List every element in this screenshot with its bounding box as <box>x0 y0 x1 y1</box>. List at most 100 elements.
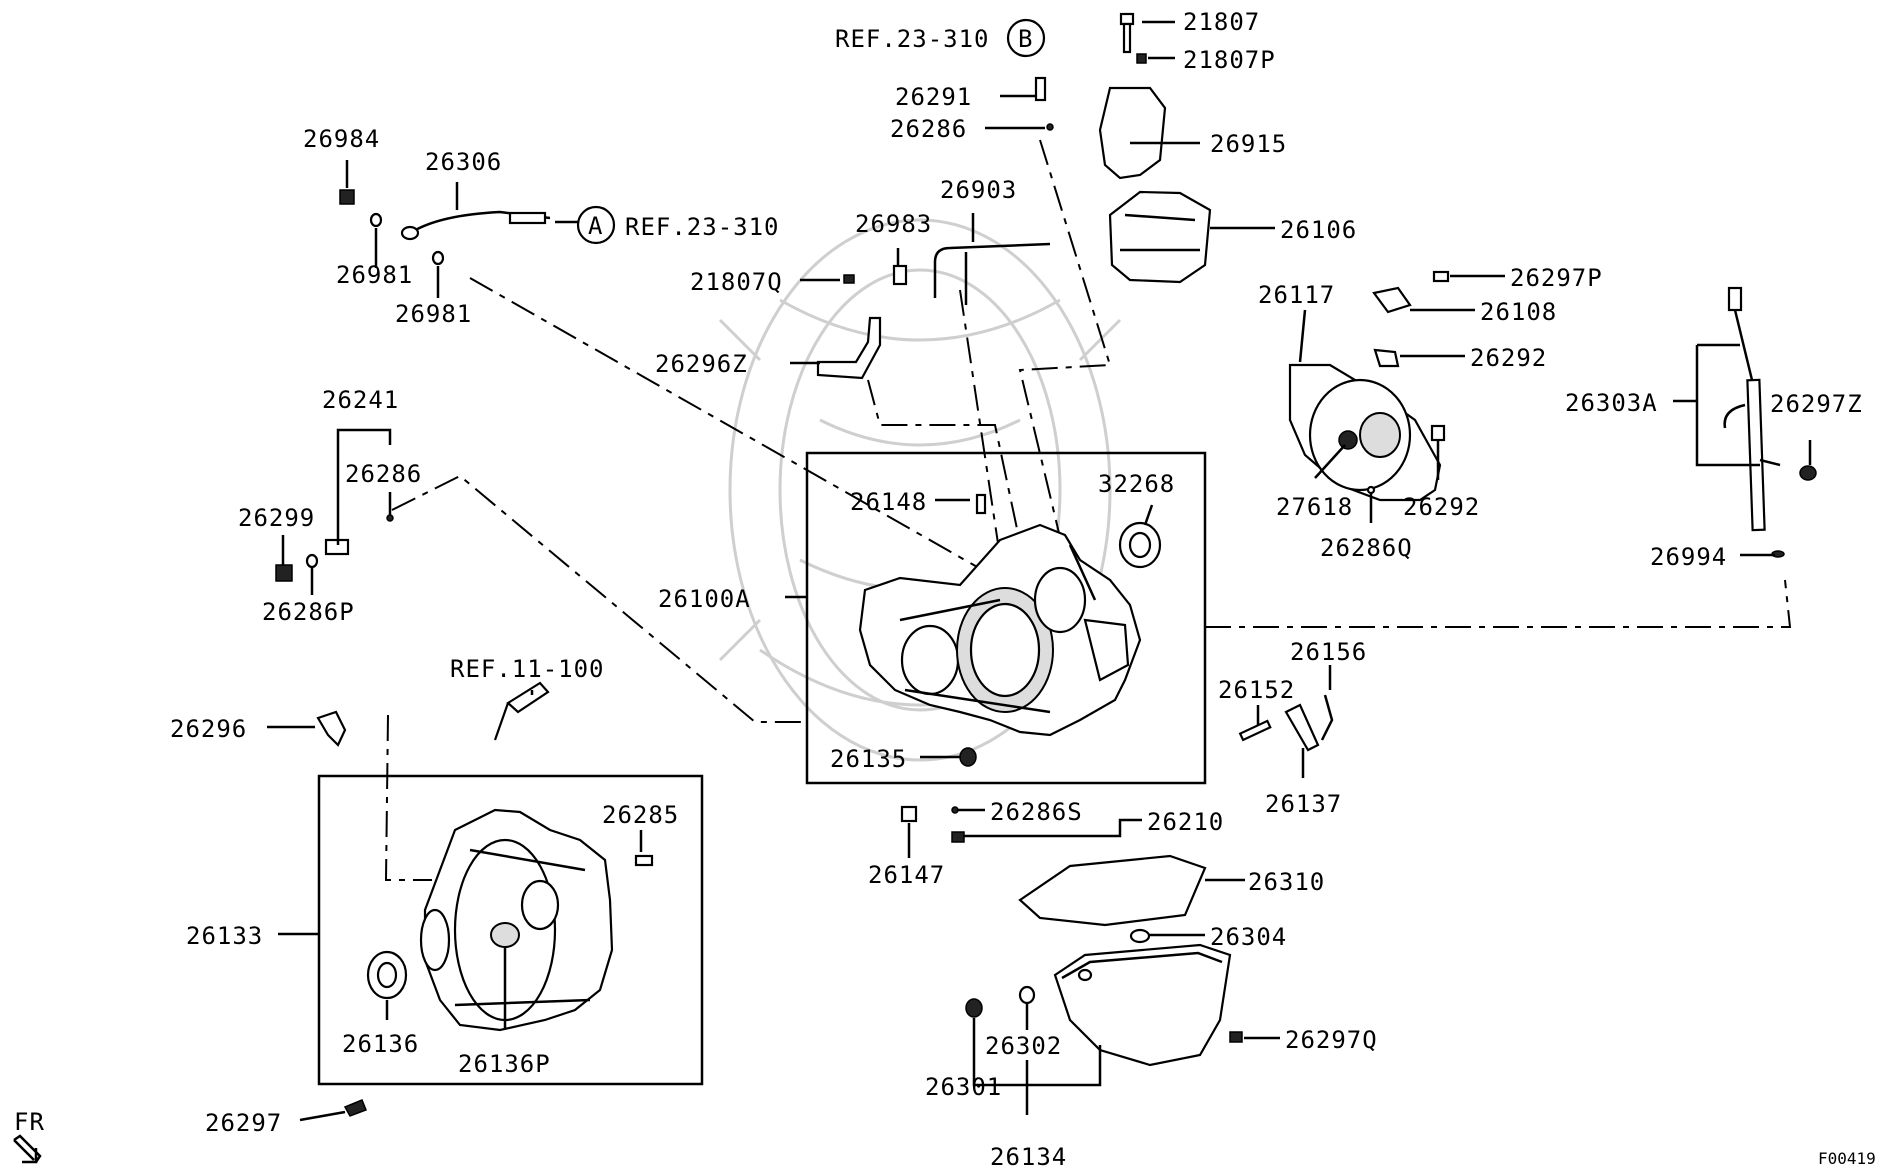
label-26915: 26915 <box>1210 130 1287 158</box>
label-26306: 26306 <box>425 148 502 176</box>
dowel-26147-drawing <box>900 805 918 823</box>
harness-26306-drawing <box>400 210 551 241</box>
label-26134: 26134 <box>990 1143 1067 1171</box>
clip-26292-b-drawing <box>1430 424 1446 442</box>
watermark-emblem <box>718 218 1122 762</box>
label-21807Q: 21807Q <box>690 268 783 296</box>
label-26135: 26135 <box>830 745 907 773</box>
ref-a-label: REF.23-310 <box>625 213 780 241</box>
ref-b-marker-letter: B <box>1018 25 1033 53</box>
label-32268: 32268 <box>1098 470 1175 498</box>
label-26310: 26310 <box>1248 868 1325 896</box>
label-26147: 26147 <box>868 861 945 889</box>
gasket-26302-drawing <box>1018 985 1036 1005</box>
gasket-26310-drawing <box>1018 854 1207 927</box>
label-26241: 26241 <box>322 386 399 414</box>
housing-group-frame <box>317 774 704 1086</box>
converter-housing-drawing <box>419 808 614 1032</box>
ref-a-marker-letter: A <box>588 212 603 240</box>
seal-26136-drawing <box>366 950 408 1000</box>
label-26117: 26117 <box>1258 281 1335 309</box>
clip-26292-a-drawing <box>1373 348 1400 368</box>
label-26106: 26106 <box>1280 216 1357 244</box>
label-27618: 27618 <box>1276 493 1353 521</box>
washer-26981-b-drawing <box>431 250 445 266</box>
label-26286-left: 26286 <box>345 460 422 488</box>
alignment-lines <box>384 139 1792 881</box>
label-26983: 26983 <box>855 210 932 238</box>
label-26296: 26296 <box>170 715 247 743</box>
label-26297P: 26297P <box>1510 264 1603 292</box>
clip-26296-drawing <box>316 710 347 747</box>
ref-b-marker-circle <box>1006 18 1046 58</box>
bolt-26297Q-drawing <box>1229 1031 1243 1043</box>
bolt-21807Q-drawing <box>843 274 855 284</box>
label-26100A: 26100A <box>658 585 751 613</box>
bolt-21807-drawing <box>1119 12 1135 54</box>
side-cover-drawing <box>1288 363 1442 502</box>
label-26286S: 26286S <box>990 798 1083 826</box>
label-26302: 26302 <box>985 1032 1062 1060</box>
plug-26301-drawing <box>965 998 983 1018</box>
label-26292-b: 26292 <box>1403 493 1480 521</box>
callout-labels: 21807 21807P 26291 26286 26915 26106 269… <box>14 8 1876 1171</box>
direction-label: FR <box>14 1108 45 1136</box>
label-26291: 26291 <box>895 83 972 111</box>
bolt-26291-drawing <box>1034 76 1047 102</box>
label-26903: 26903 <box>940 176 1017 204</box>
label-26133: 26133 <box>186 922 263 950</box>
label-26292-a: 26292 <box>1470 344 1547 372</box>
bolt-26297P-drawing <box>1432 270 1450 283</box>
label-26304: 26304 <box>1210 923 1287 951</box>
label-26981-a: 26981 <box>336 261 413 289</box>
ref-b-label: REF.23-310 <box>835 25 990 53</box>
label-21807P: 21807P <box>1183 46 1276 74</box>
label-26299: 26299 <box>238 504 315 532</box>
label-26303A: 26303A <box>1565 389 1658 417</box>
washer-26981-a-drawing <box>369 212 383 228</box>
bolt-21807P-drawing <box>1136 53 1147 64</box>
ref-a-marker-circle <box>576 205 616 245</box>
ring-26286P-drawing <box>305 553 319 569</box>
case-group-frame <box>805 451 1207 785</box>
sealant-tube-drawing <box>493 681 550 741</box>
label-26285: 26285 <box>602 801 679 829</box>
bolt-26984-drawing <box>339 189 355 205</box>
lever-26137-drawing <box>1284 703 1320 752</box>
leader-lines <box>267 20 1812 1122</box>
shaft-26152-drawing <box>1238 719 1272 742</box>
connector-26108-drawing <box>1372 286 1412 314</box>
spring-26156-drawing <box>1320 694 1334 741</box>
label-26301: 26301 <box>925 1073 1002 1101</box>
label-21807: 21807 <box>1183 8 1260 36</box>
label-26210: 26210 <box>1147 808 1224 836</box>
oil-pan-drawing <box>1053 943 1232 1067</box>
label-26148: 26148 <box>850 488 927 516</box>
label-26152: 26152 <box>1218 676 1295 704</box>
label-26994: 26994 <box>1650 543 1727 571</box>
pin-26148-drawing <box>975 493 987 515</box>
label-26108: 26108 <box>1480 298 1557 326</box>
label-26286-top: 26286 <box>890 115 967 143</box>
plug-26304-drawing <box>1129 928 1151 944</box>
transmission-case-drawing <box>858 523 1142 737</box>
label-26297Q: 26297Q <box>1285 1026 1378 1054</box>
plug-26299-drawing <box>275 564 293 582</box>
label-26981-b: 26981 <box>395 300 472 328</box>
bracket-26296Z-drawing <box>816 316 882 380</box>
plug-26135-drawing <box>959 747 977 767</box>
label-26297Z: 26297Z <box>1770 390 1863 418</box>
bolt-26297Z-drawing <box>1799 465 1817 481</box>
label-26156: 26156 <box>1290 638 1367 666</box>
label-26286Q: 26286Q <box>1320 534 1413 562</box>
dipstick-drawing <box>1723 286 1781 532</box>
bolt-26210-drawing <box>951 831 965 843</box>
bolt-26297-drawing <box>343 1099 367 1117</box>
mount-bracket-drawing <box>1098 86 1212 284</box>
ref-11-100-label: REF.11-100 <box>450 655 605 683</box>
clip-26286-left-drawing <box>386 514 394 522</box>
label-26286P: 26286P <box>262 598 355 626</box>
oil-pipe-drawing <box>933 242 1051 305</box>
direction-arrow-icon <box>13 1134 42 1164</box>
label-26297: 26297 <box>205 1109 282 1137</box>
